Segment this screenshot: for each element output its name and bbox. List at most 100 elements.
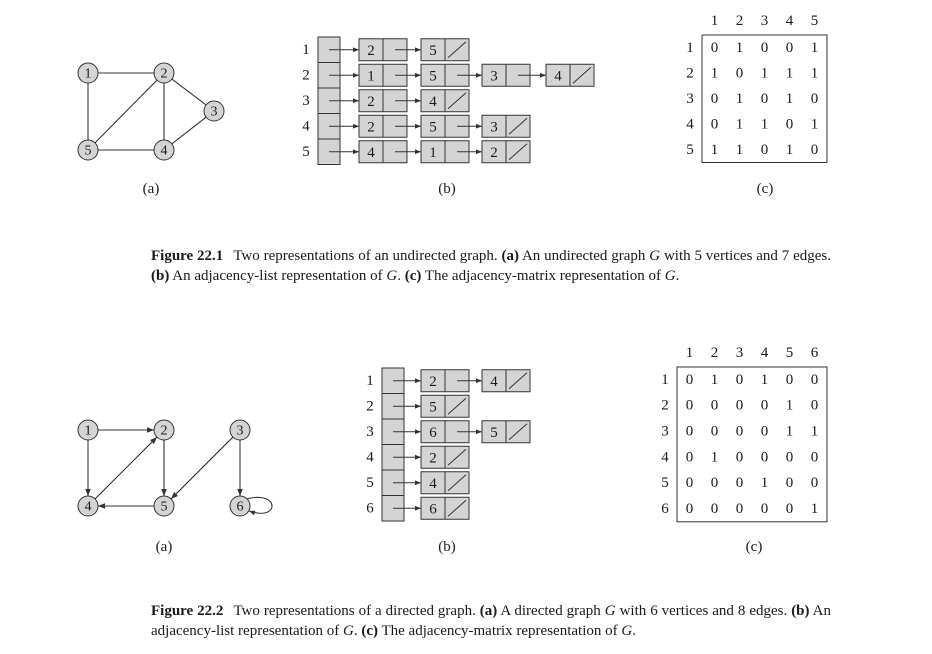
vertex-label-3: 3 (211, 105, 218, 120)
matrix-cell: 1 (736, 116, 744, 132)
matrix-cell: 1 (811, 116, 819, 132)
vertex-label-4: 4 (161, 144, 168, 159)
row-header: 3 (686, 91, 694, 107)
matrix-cell: 0 (811, 142, 819, 158)
matrix-cell: 0 (786, 40, 794, 56)
column-header: 2 (736, 13, 744, 29)
matrix-cell: 1 (736, 142, 744, 158)
nil-slash (508, 423, 528, 441)
list-node-value: 4 (367, 145, 375, 161)
matrix-cell: 1 (736, 40, 744, 56)
list-node: 3 (481, 114, 531, 138)
subfigure-label-a: (a) (143, 181, 160, 197)
matrix-cell: 0 (761, 40, 769, 56)
column-header: 5 (786, 345, 794, 361)
list-node: 2 (358, 114, 408, 138)
vertex-5 (153, 495, 175, 517)
vertex-label-2: 2 (161, 67, 168, 82)
matrix-cell: 1 (761, 372, 769, 388)
vertex-label-1: 1 (85, 67, 92, 82)
matrix-cell: 0 (786, 372, 794, 388)
list-node: 6 (420, 496, 470, 520)
matrix-cell: 0 (811, 398, 819, 414)
list-node-value: 2 (429, 450, 437, 466)
row-header: 5 (661, 475, 669, 491)
list-node: 4 (481, 369, 531, 393)
edge-2-3 (171, 78, 207, 106)
column-header: 6 (811, 345, 819, 361)
list-node: 5 (481, 420, 531, 444)
matrix-cell: 1 (811, 40, 819, 56)
matrix-cell: 0 (736, 475, 744, 491)
list-node: 2 (420, 445, 470, 469)
nil-slash (508, 143, 528, 161)
subfigure-label-a: (a) (156, 539, 173, 555)
matrix-cell: 0 (736, 65, 744, 81)
subfigure-label-b: (b) (438, 181, 456, 197)
list-node-value: 5 (429, 119, 437, 135)
row-label-2: 2 (366, 398, 374, 414)
list-node: 4 (420, 471, 470, 495)
matrix-cell: 0 (761, 501, 769, 517)
vertex-4 (77, 495, 99, 517)
matrix-cell: 0 (711, 116, 719, 132)
matrix-cell: 0 (786, 501, 794, 517)
matrix-cell: 0 (811, 475, 819, 491)
list-node-value: 6 (429, 425, 437, 441)
vertex-label-4: 4 (85, 500, 92, 515)
vertex-label-5: 5 (161, 500, 168, 515)
nil-slash (447, 397, 467, 415)
nil-slash (508, 372, 528, 390)
vertex-5 (77, 139, 99, 161)
matrix-cell: 1 (786, 65, 794, 81)
vertex-label-3: 3 (237, 424, 244, 439)
matrix-cell: 0 (736, 424, 744, 440)
matrix-cell: 0 (786, 116, 794, 132)
vertex-1 (77, 419, 99, 441)
nil-slash (447, 499, 467, 517)
matrix-cell: 0 (686, 372, 694, 388)
matrix-cell: 0 (686, 424, 694, 440)
matrix-cell: 0 (711, 398, 719, 414)
matrix-cell: 0 (711, 475, 719, 491)
row-header: 4 (661, 449, 669, 465)
list-node-value: 2 (367, 94, 375, 110)
list-node-value: 1 (367, 68, 375, 84)
matrix-cell: 1 (786, 424, 794, 440)
matrix-cell: 0 (811, 91, 819, 107)
matrix-cell: 0 (811, 449, 819, 465)
row-label-3: 3 (366, 424, 374, 440)
list-node-value: 4 (429, 476, 437, 492)
row-header: 5 (686, 142, 694, 158)
vertex-label-5: 5 (85, 144, 92, 159)
subfigure-label-b: (b) (438, 539, 456, 555)
matrix-cell: 0 (761, 91, 769, 107)
column-header: 4 (761, 345, 769, 361)
matrix-border (701, 34, 828, 163)
nil-slash (572, 66, 592, 84)
list-node-value: 4 (554, 68, 562, 84)
list-node-value: 5 (429, 399, 437, 415)
vertex-label-2: 2 (161, 424, 168, 439)
list-node-value: 2 (490, 145, 498, 161)
matrix-cell: 1 (711, 449, 719, 465)
matrix-cell: 1 (711, 142, 719, 158)
vertex-label-1: 1 (85, 424, 92, 439)
row-header: 2 (661, 398, 669, 414)
row-label-1: 1 (302, 42, 310, 58)
list-node-value: 5 (429, 68, 437, 84)
matrix-cell: 0 (686, 398, 694, 414)
column-header: 2 (711, 345, 719, 361)
matrix-cell: 0 (686, 475, 694, 491)
caption-figure-number: Figure 22.2 (151, 603, 224, 619)
row-label-4: 4 (302, 118, 310, 134)
matrix-cell: 0 (761, 142, 769, 158)
nil-slash (447, 41, 467, 59)
vertex-4 (153, 139, 175, 161)
nil-slash (447, 474, 467, 492)
